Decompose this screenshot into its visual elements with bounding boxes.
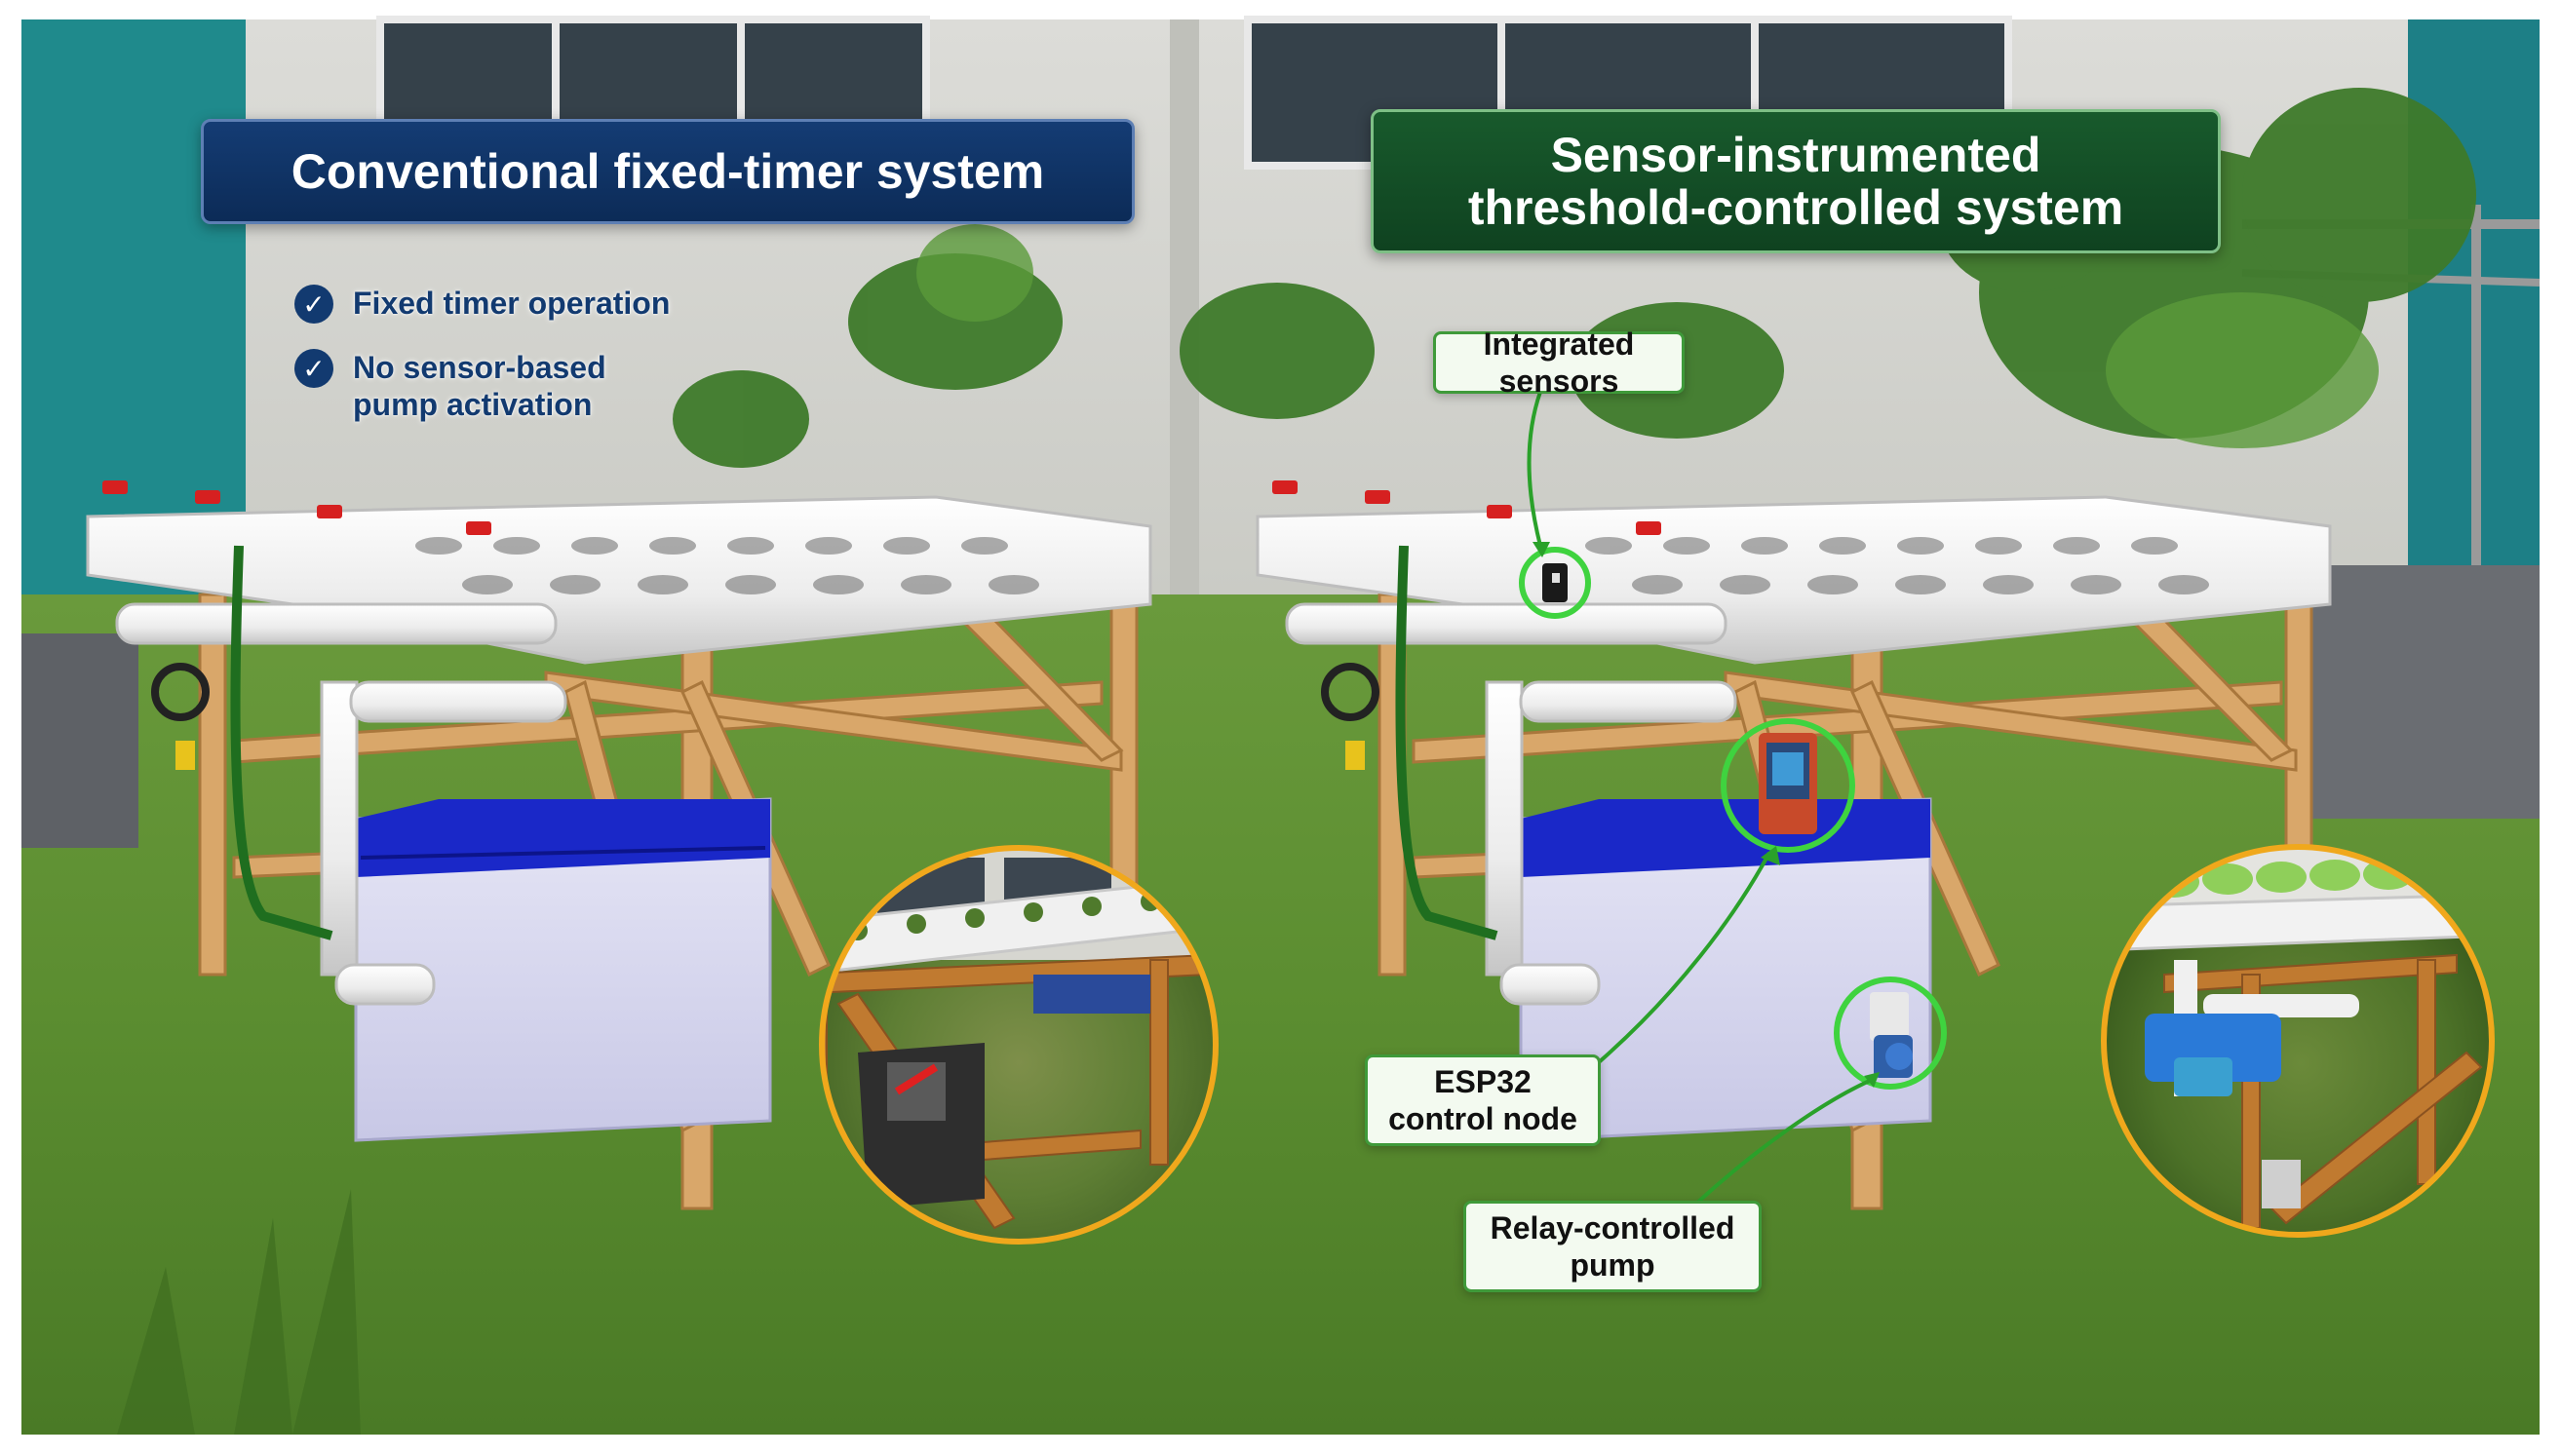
esp32-highlight-ring (1721, 718, 1855, 853)
sensor-system-illustration (1256, 480, 2332, 1210)
check-circle-icon: ✓ (294, 285, 333, 324)
sensor-system-title: Sensor-instrumented threshold-controlled… (1371, 109, 2221, 253)
check-circle-icon: ✓ (294, 349, 333, 388)
conventional-setup-photo (822, 848, 1216, 1242)
sensor-highlight-ring (1519, 547, 1591, 619)
photo-ring-left (819, 845, 1219, 1245)
integrated-sensors-callout: Integrated sensors (1433, 326, 1685, 399)
sensor-system-title-line1: Sensor-instrumented (1550, 128, 2041, 182)
sensor-system-title-line2: threshold-controlled system (1467, 180, 2124, 235)
photo-ring-right (2101, 844, 2495, 1238)
conventional-system-illustration (86, 480, 1152, 1210)
feature-item: ✓ Fixed timer operation (294, 285, 670, 324)
feature-text: Fixed timer operation (353, 286, 671, 321)
esp32-control-node-callout: ESP32 control node (1365, 1054, 1601, 1146)
pump-highlight-ring (1834, 977, 1947, 1090)
conventional-system-title-text: Conventional fixed-timer system (291, 144, 1045, 199)
relay-controlled-pump-callout: Relay-controlled pump (1463, 1201, 1762, 1292)
feature-item: ✓ No sensor-based pump activation (294, 349, 606, 423)
feature-text: No sensor-based pump activation (353, 350, 606, 422)
conventional-system-title: Conventional fixed-timer system (201, 119, 1135, 224)
